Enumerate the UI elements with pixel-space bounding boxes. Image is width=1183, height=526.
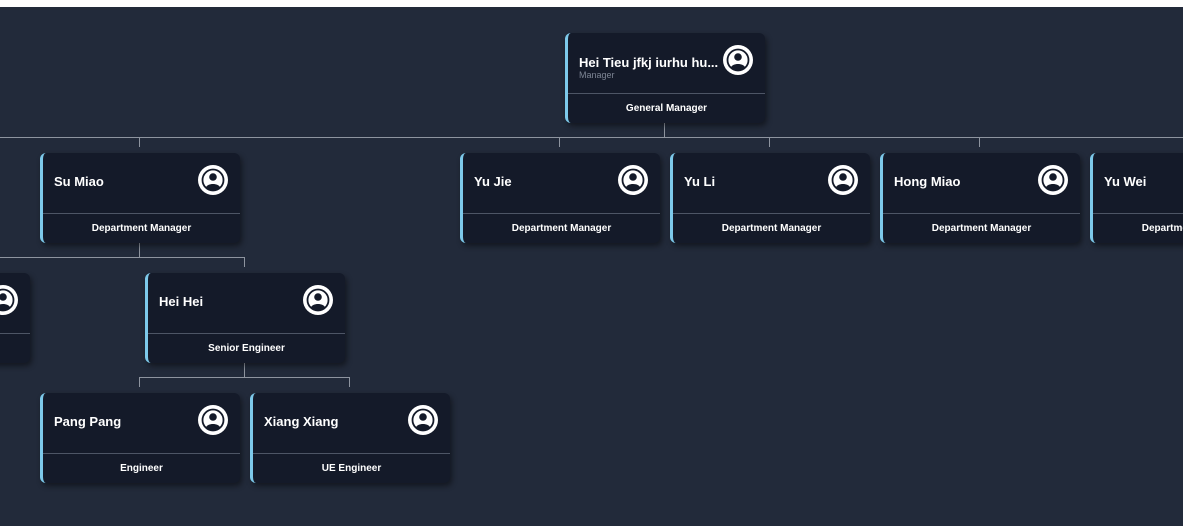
user-avatar-icon [828,165,858,195]
card-divider [673,213,870,214]
connector-root-down [664,123,665,137]
connector-xiang-xiang [349,377,350,387]
org-card-pang-pang[interactable]: Pang Pang Engineer [40,393,240,483]
org-card-partial-left[interactable] [0,273,30,363]
card-job-title: Department Manager [91,223,192,234]
card-divider [43,213,240,214]
connector-level1-horizontal [0,137,1183,138]
card-name: Hei Tieu jfkj iurhu hu... [579,55,719,70]
connector-hei-hei-down [244,362,245,378]
card-name: Yu Li [684,174,716,189]
card-name: Xiang Xiang [264,414,339,429]
user-avatar-icon [198,405,228,435]
card-name: Hei Hei [159,294,204,309]
user-avatar-icon [618,165,648,195]
card-divider [253,453,450,454]
card-name: Hong Miao [894,174,961,189]
connector-su-miao-down [139,242,140,258]
org-card-yu-li[interactable]: Yu Li Department Manager [670,153,870,243]
card-job-title: Department Manager [931,223,1032,234]
card-job-title: UE Engineer [321,463,382,474]
user-avatar-icon [723,45,753,75]
card-job-title: Department Manager [511,223,612,234]
card-name: Su Miao [54,174,104,189]
connector-level2-horizontal [0,257,245,258]
org-card-root[interactable]: Hei Tieu jfkj iurhu hu... Manager Genera… [565,33,765,123]
user-avatar-icon [408,405,438,435]
org-card-yu-wei[interactable]: Yu Wei Department Manager [1090,153,1183,243]
user-avatar-icon [303,285,333,315]
user-avatar-icon [198,165,228,195]
card-divider [148,333,345,334]
org-card-xiang-xiang[interactable]: Xiang Xiang UE Engineer [250,393,450,483]
org-card-hong-miao[interactable]: Hong Miao Department Manager [880,153,1080,243]
card-name: Yu Jie [474,174,512,189]
card-name: Pang Pang [54,414,122,429]
user-avatar-icon [1038,165,1068,195]
card-job-title: Senior Engineer [208,343,285,354]
user-avatar-icon [0,285,18,315]
card-divider [0,333,30,334]
card-job-title: General Manager [625,103,708,114]
card-divider [1093,213,1183,214]
card-divider [883,213,1080,214]
connector-hong-miao [979,137,980,147]
org-chart-canvas[interactable]: Hei Tieu jfkj iurhu hu... Manager Genera… [0,7,1183,526]
card-divider [43,453,240,454]
org-card-yu-jie[interactable]: Yu Jie Department Manager [460,153,660,243]
connector-pang-pang [139,377,140,387]
org-card-su-miao[interactable]: Su Miao Department Manager [40,153,240,243]
card-name: Yu Wei [1104,174,1147,189]
card-divider [568,93,765,94]
card-job-title: Department Manager [721,223,822,234]
connector-yu-li [769,137,770,147]
org-card-hei-hei[interactable]: Hei Hei Senior Engineer [145,273,345,363]
card-job-title: Engineer [120,463,163,474]
connector-level3-horizontal [139,377,350,378]
top-border [0,0,1183,7]
card-divider [463,213,660,214]
connector-su-miao [139,137,140,147]
card-role-label: Manager [579,70,615,80]
card-job-title: Department Manager [1141,223,1183,234]
connector-yu-jie [559,137,560,147]
connector-hei-hei [244,257,245,267]
